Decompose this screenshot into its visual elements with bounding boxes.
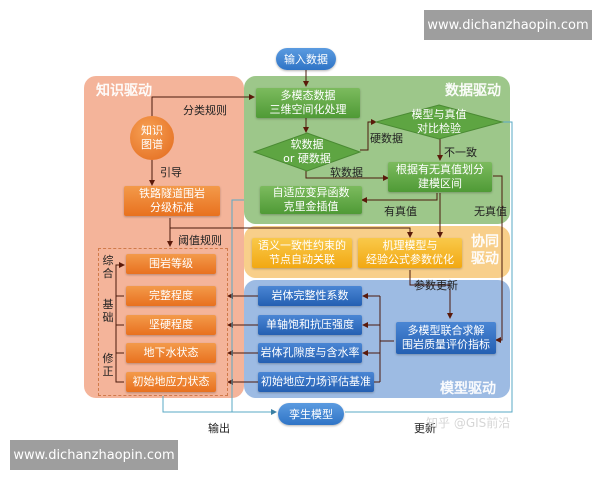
basic-label: 基础 [102,298,114,324]
tunnel-standard-box: 铁路隧道围岩 分级标准 [124,186,220,216]
update-label: 更新 [414,422,436,435]
compare-decision-diamond [374,104,504,140]
zhihu-watermark: 知乎 @GIS前沿 [426,416,511,430]
no-truth-label: 无真值 [474,205,507,218]
grade-item: 坚硬程度 [126,315,216,335]
semantic-association-box: 语义一致性约束的 节点自动关联 [252,238,352,268]
twin-model-node: 孪生模型 [278,403,344,425]
input-data-node: 输入数据 [276,48,336,70]
param-update-label: 参数更新 [414,279,458,292]
bottom-left-watermark: www.dichanzhaopin.com [10,440,178,470]
mechanism-optimization-box: 机理模型与 经验公式参数优化 [358,238,462,268]
data-region-title: 数据驱动 [445,83,501,99]
model-region-title: 模型驱动 [440,381,496,397]
correction-label: 修正 [102,352,114,378]
grade-items-group [98,248,228,396]
comprehensive-label: 综合 [102,254,114,280]
threshold-rule-label: 阈值规则 [178,234,222,247]
grade-item: 围岩等级 [126,254,216,274]
joint-solve-box: 多模型联合求解 围岩质量评价指标 [396,322,496,354]
grade-item: 完整程度 [126,286,216,306]
knowledge-graph-node: 知识 图谱 [130,116,174,160]
kriging-box: 自适应变异函数 克里金插值 [260,186,362,214]
guide-label: 引导 [160,166,182,179]
grade-item: 初始地应力状态 [126,372,216,392]
knowledge-region-title: 知识驱动 [96,83,152,99]
indicator-box: 岩体孔隙度与含水率 [258,343,362,363]
classify-rule-label: 分类规则 [183,104,227,117]
partition-box: 根据有无真值划分 建模区间 [388,162,492,192]
has-truth-label: 有真值 [384,205,417,218]
soft-hard-decision-label: 软数据 or 硬数据 [283,138,331,165]
top-right-watermark: www.dichanzhaopin.com [424,10,592,40]
soft-hard-decision-diamond [252,132,362,172]
indicator-box: 初始地应力场评估基准 [258,372,374,392]
compare-decision-label: 模型与真值 对比检验 [411,108,467,135]
grade-item: 地下水状态 [126,343,216,363]
multimodal-process-box: 多模态数据 三维空间化处理 [256,88,360,118]
cooperative-region-title: 协同 驱动 [471,234,499,267]
indicator-box: 单轴饱和抗压强度 [258,315,362,335]
inconsistent-label: 不一致 [444,146,477,159]
indicator-box: 岩体完整性系数 [258,286,362,306]
output-label: 输出 [208,422,230,435]
soft-data-label: 软数据 [330,166,363,179]
hard-data-label: 硬数据 [370,132,403,145]
